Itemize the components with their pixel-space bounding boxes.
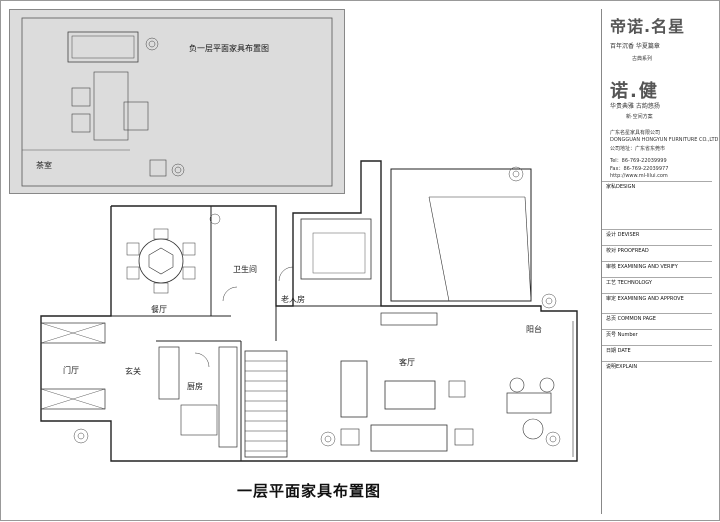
company-phone: Tel：86-769-22039999 [610, 158, 667, 164]
room-label-elder-room: 老人房 [281, 295, 305, 304]
tb-row-explain: 说明EXPLAIN [602, 361, 712, 514]
tb-row-number: 页号 Number [602, 329, 712, 345]
company-fax: Fax：86-769-22039977 [610, 166, 669, 172]
company-en: DONGGUAN HONGYUN FURNITURE CO.,LTD [610, 137, 719, 143]
tb-row-deviser: 设计 DEVISER [602, 229, 712, 245]
basement-plan-lines [21, 17, 333, 187]
bed-shape [300, 218, 372, 280]
title-block: 帝诺.名星 百年沉香 华夏篇章 古典系列 诺.健 华贵典雅 古韵悠扬 新·空间方… [601, 9, 718, 514]
tea-table-shape [93, 71, 129, 141]
sofa-shape [67, 31, 139, 63]
tb-row-proofread: 校对 PROOFREAD [602, 245, 712, 261]
room-label-foyer: 门厅 [63, 366, 79, 375]
room-label-dining: 餐厅 [151, 305, 167, 314]
dining-table-shape [138, 238, 184, 284]
room-label-living: 客厅 [399, 358, 415, 367]
room-label-balcony: 阳台 [526, 325, 542, 334]
tv-cabinet-shape [380, 312, 438, 326]
brand-logo-mid: 诺.健 [610, 81, 659, 102]
tb-row-design: 家私DESIGN [602, 181, 712, 229]
inset-title: 负一层平面家具布置图 [189, 44, 269, 53]
sofa-main-shape [370, 424, 448, 452]
company-cn: 广东名星家具有限公司 [610, 130, 661, 136]
brand-logo-top: 帝诺.名星 [610, 17, 686, 36]
brand-slogan-top: 百年沉香 华夏篇章 [610, 43, 660, 50]
coffee-table-shape [384, 380, 436, 410]
company-web: http://www.ml-lilui.com [610, 173, 668, 179]
tb-row-date: 日期 DATE [602, 345, 712, 361]
room-label-bathroom: 卫生间 [233, 265, 257, 274]
series-label: 古典系列 [632, 56, 653, 62]
tb-row-common-page: 总页 COMMON PAGE [602, 313, 712, 329]
tb-row-approve: 审定 EXAMINING AND APPROVE [602, 293, 712, 313]
basement-inset: 茶室 [9, 9, 345, 194]
brand-sub-mid: 新·空间方案 [626, 114, 653, 120]
brand-slogan-mid: 华贵典雅 古韵悠扬 [610, 103, 660, 110]
room-label-entrance: 玄关 [125, 367, 141, 376]
drawing-title: 一层平面家具布置图 [237, 482, 382, 500]
floor-plan-lines [40, 160, 578, 462]
tb-row-examining: 审核 EXAMINING AND VERIFY [602, 261, 712, 277]
company-address: 公司地址：广东省东莞市 [610, 146, 666, 152]
room-label-kitchen: 厨房 [187, 382, 203, 391]
room-label-tea-room: 茶室 [36, 161, 52, 170]
tb-row-technology: 工艺 TECHNOLOGY [602, 277, 712, 293]
